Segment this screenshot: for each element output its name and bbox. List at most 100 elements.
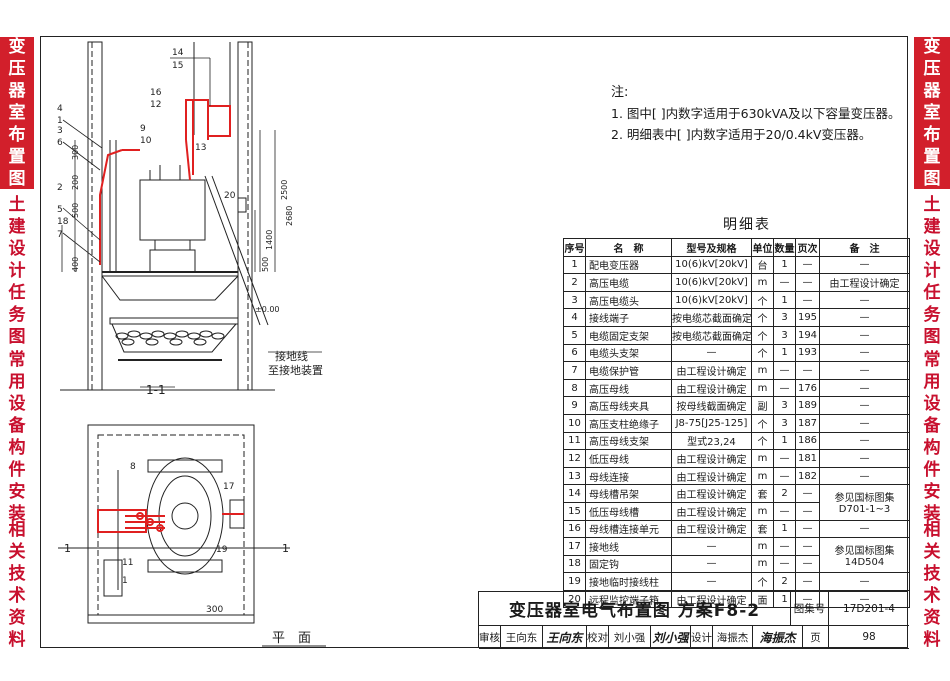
- bom-cell-spec: —: [671, 343, 752, 363]
- bom-cell-name: 接地临时接线柱: [585, 572, 672, 591]
- plan-callouts: 8 17 11 1 19 300 1 1 平 面: [64, 462, 311, 646]
- bom-cell-remark: —: [819, 572, 910, 591]
- left-tab-equipment-install[interactable]: 常用设备构件安装: [0, 350, 34, 524]
- reviewer-name: 王向东: [501, 626, 543, 649]
- callout-label: 15: [172, 61, 183, 71]
- right-tab-technical-data[interactable]: 相关技术资料: [914, 520, 950, 650]
- bom-title: 明细表: [723, 217, 771, 233]
- tab-char: 料: [8, 630, 26, 650]
- bom-cell-page: 195: [795, 308, 820, 327]
- bom-cell-remark: —: [819, 255, 910, 275]
- bom-cell-qty: 1: [773, 343, 796, 363]
- bom-merged-note-line: D701-1~3: [838, 504, 891, 516]
- bom-cell-qty: —: [773, 449, 796, 468]
- left-tab-civil-design[interactable]: 土建设计任务图: [0, 194, 34, 348]
- tab-char: 布: [8, 125, 26, 145]
- tab-char: 室: [8, 103, 26, 123]
- bom-cell-spec: 按电缆芯截面确定: [671, 308, 752, 327]
- tab-char: 技: [923, 564, 941, 584]
- tab-char: 备: [923, 416, 941, 436]
- bom-cell-no: 3: [563, 290, 586, 310]
- tab-char: 用: [923, 372, 941, 392]
- section-leaders: [62, 57, 322, 388]
- dim-label: 2680: [285, 206, 294, 226]
- tab-char: 装: [923, 504, 941, 524]
- tab-char: 置: [923, 147, 941, 167]
- tab-char: 变: [923, 37, 941, 57]
- dim-label: 400: [71, 257, 80, 272]
- dim-label: 500: [71, 203, 80, 218]
- bom-cell-name: 母线槽连接单元: [585, 519, 672, 539]
- callout-label: 2: [57, 183, 63, 193]
- bom-cell-page: 176: [795, 378, 820, 398]
- right-tab-civil-design[interactable]: 土建设计任务图: [914, 195, 950, 347]
- bom-cell-remark: —: [819, 431, 910, 451]
- tab-char: 装: [8, 504, 26, 524]
- callout-label: 1: [57, 116, 63, 126]
- plan-view: [58, 424, 290, 624]
- bom-cell-no: 8: [563, 378, 586, 398]
- left-tab-technical-data[interactable]: 相关技术资料: [0, 520, 34, 650]
- bom-cell-name: 高压支柱绝缘子: [585, 413, 672, 433]
- bom-cell-page: —: [795, 484, 820, 503]
- atlas-label: 图集号: [791, 592, 829, 626]
- tab-label: 土建设计任务图: [9, 194, 26, 348]
- bom-cell-spec: J8-75[J25-125]: [671, 413, 752, 433]
- callout-label: 9: [140, 124, 146, 134]
- section-view-label: 1-1: [146, 383, 166, 397]
- dim-label: 200: [71, 175, 80, 190]
- plan-view-label: 平 面: [272, 631, 311, 646]
- bom-cell-unit: 个: [751, 308, 774, 327]
- bom-cell-name: 电缆固定支架: [585, 325, 672, 345]
- dim-label: 2500: [280, 180, 289, 200]
- bom-cell-name: 高压电缆头: [585, 290, 672, 310]
- tab-char: 关: [8, 542, 26, 562]
- bom-cell-spec: 10(6)kV[20kV]: [671, 273, 752, 292]
- checker-signature: 刘小强: [651, 626, 691, 649]
- callout-label: 18: [57, 217, 69, 227]
- bom-cell-remark: —: [819, 449, 910, 468]
- bom-cell-qty: 1: [773, 255, 796, 275]
- bom-cell-page: 187: [795, 413, 820, 433]
- bom-col-spec: 型号及规格: [671, 238, 752, 257]
- callout-label: 7: [57, 230, 63, 240]
- bom-cell-spec: 由工程设计确定: [671, 501, 752, 521]
- check-label: 校对: [587, 626, 609, 649]
- bom-cell-remark: —: [819, 466, 910, 486]
- note-item-1: 1. 图中[ ]内数字适用于630kVA及以下容量变压器。: [611, 106, 901, 121]
- callout-label: 19: [216, 545, 228, 555]
- bom-cell-unit: 台: [751, 255, 774, 275]
- tab-char: 相: [923, 520, 941, 540]
- cut-mark-left: 1: [64, 542, 71, 555]
- dim-label: 1400: [265, 230, 274, 250]
- bom-cell-name: 低压母线槽: [585, 501, 672, 521]
- section-red-busbar: [99, 99, 231, 265]
- bom-cell-name: 高压电缆: [585, 273, 672, 292]
- tab-char: 构: [923, 438, 941, 458]
- bom-cell-unit: 个: [751, 343, 774, 363]
- bom-cell-unit: m: [751, 537, 774, 556]
- bom-cell-spec: —: [671, 572, 752, 591]
- bom-cell-unit: 个: [751, 431, 774, 451]
- tab-char: 关: [923, 542, 941, 562]
- right-tab-equipment-install[interactable]: 常用设备构件安装: [914, 350, 950, 524]
- bom-cell-page: —: [795, 501, 820, 521]
- bom-cell-name: 高压母线夹具: [585, 396, 672, 415]
- left-tab-transformer-layout[interactable]: 变压器室布置图: [0, 37, 34, 189]
- right-tab-transformer-layout[interactable]: 变压器室布置图: [914, 37, 950, 189]
- dim-label: 300: [71, 145, 80, 160]
- bom-cell-no: 7: [563, 361, 586, 380]
- bom-cell-page: 189: [795, 396, 820, 415]
- bom-cell-qty: 3: [773, 308, 796, 327]
- dim-label: 500: [261, 257, 270, 272]
- tab-char: 备: [8, 416, 26, 436]
